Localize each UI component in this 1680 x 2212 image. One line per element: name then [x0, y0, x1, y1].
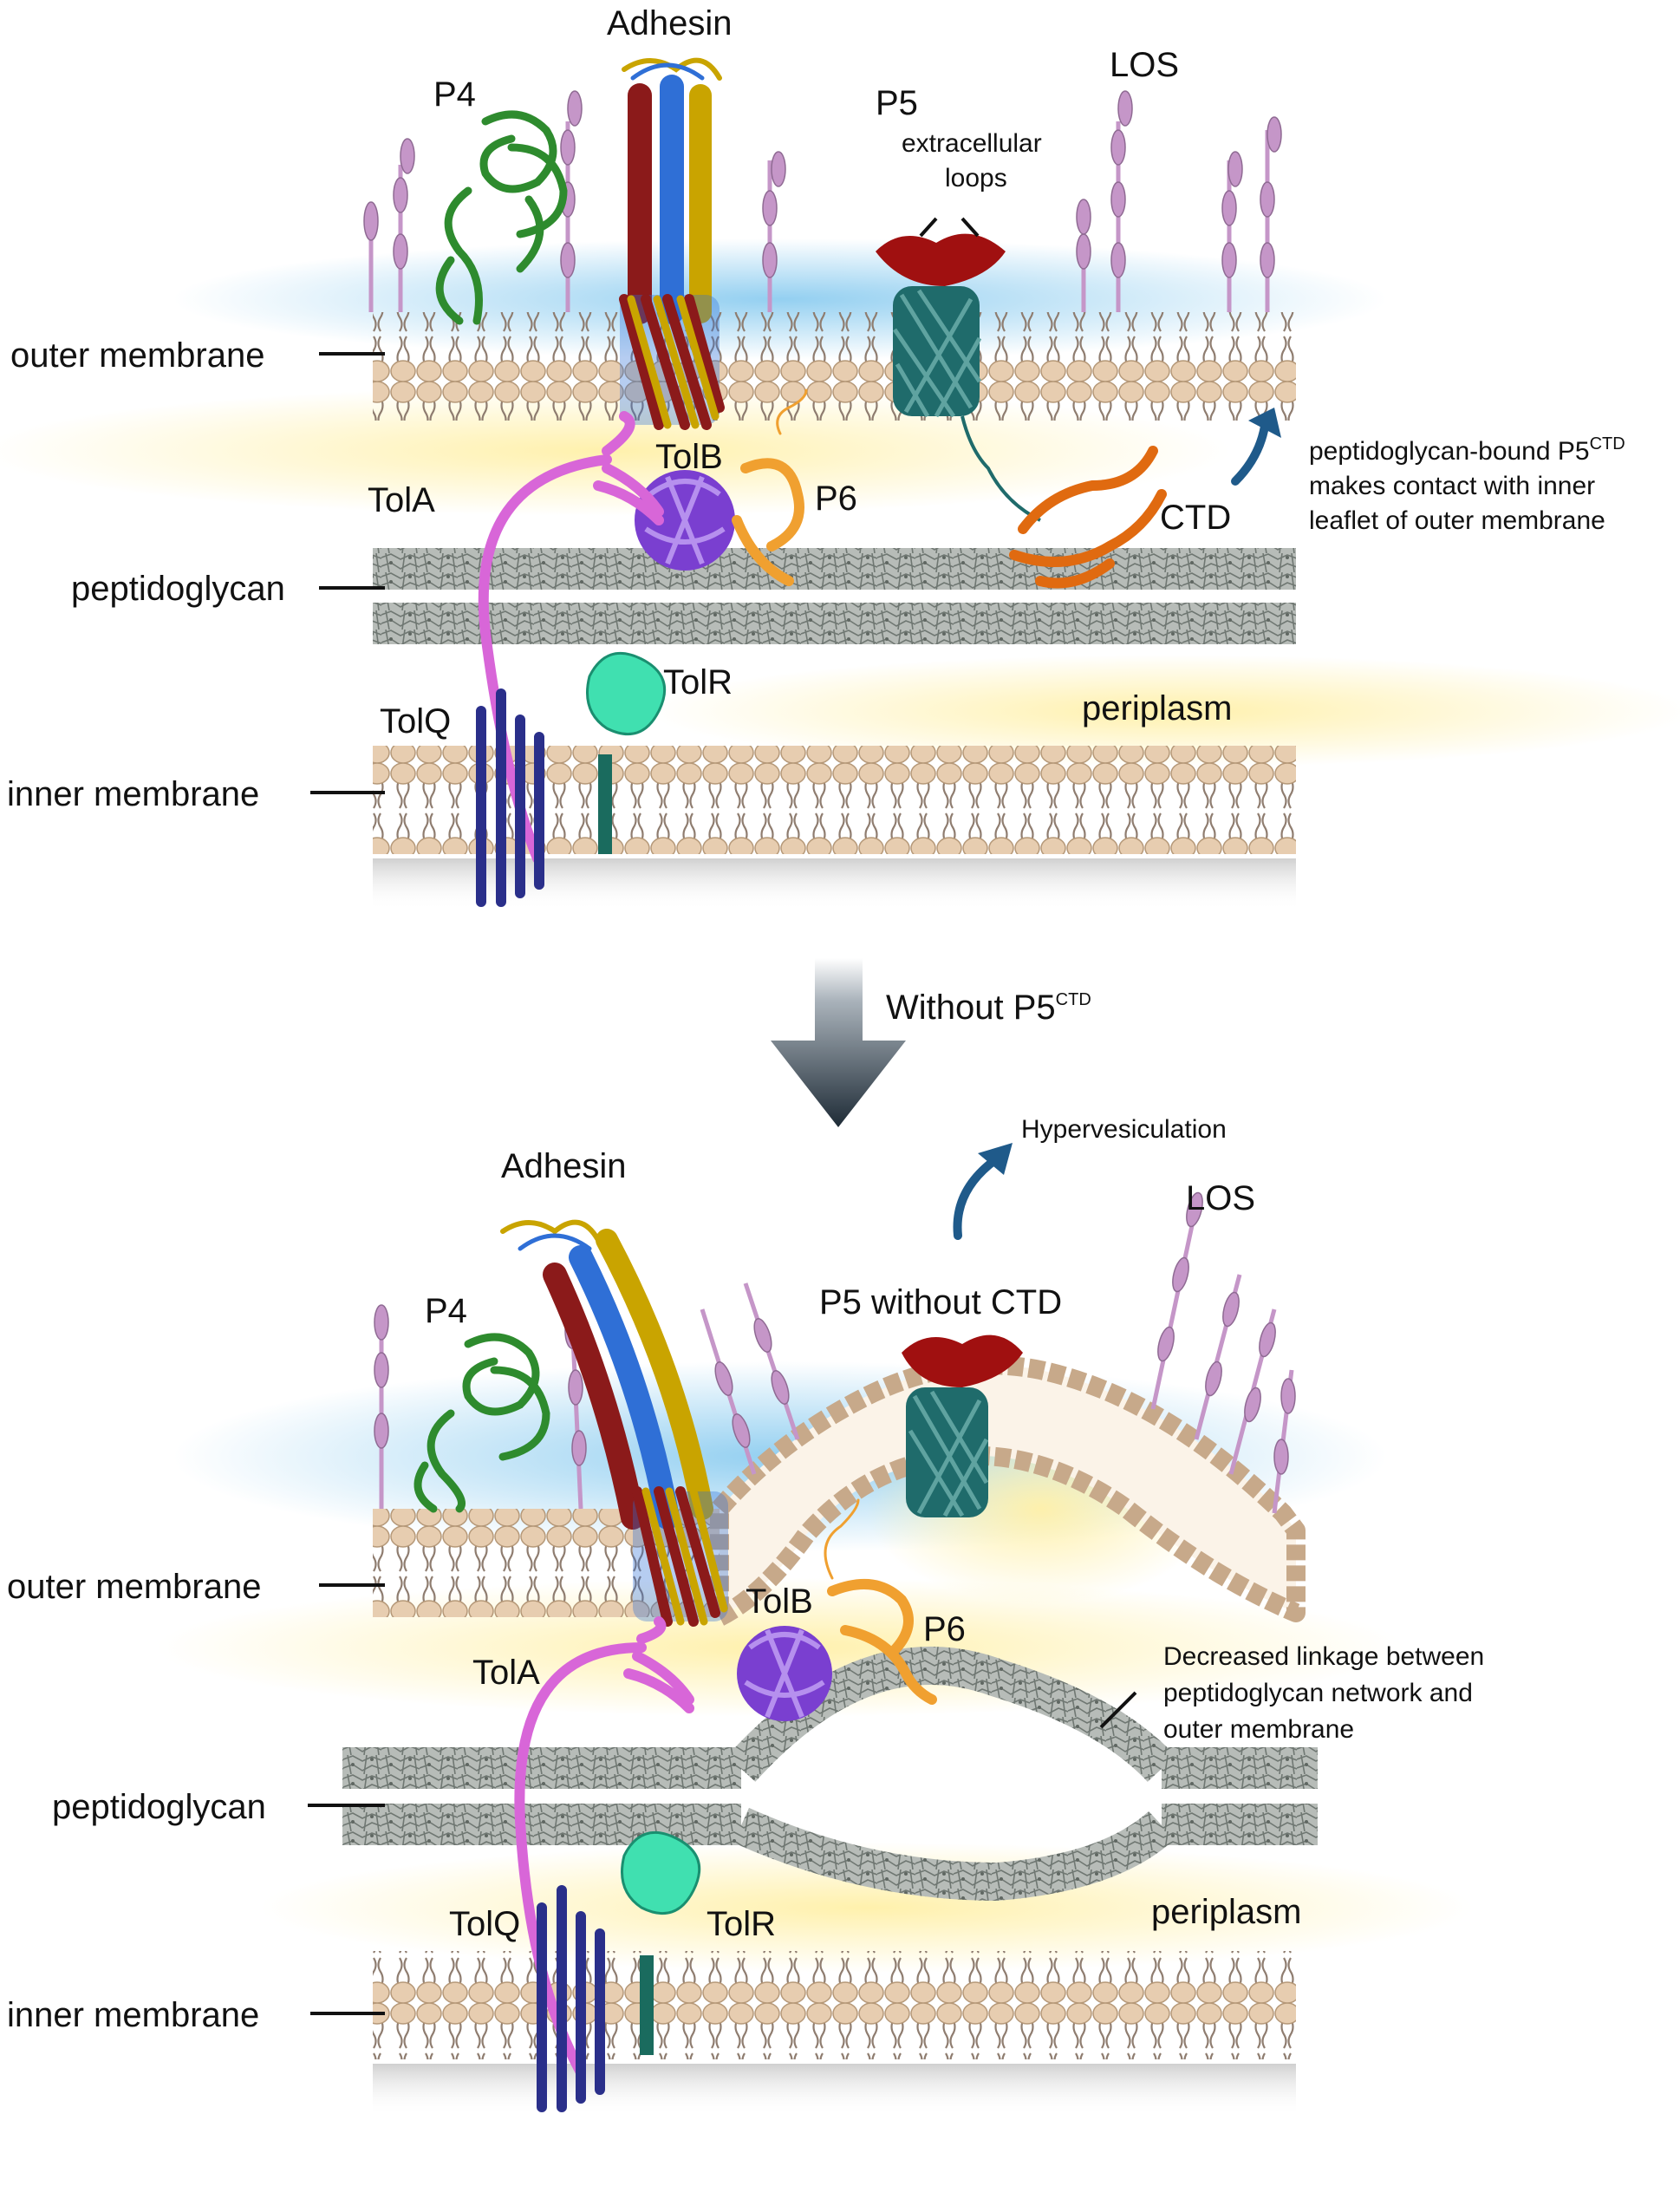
label-tolr: TolR	[663, 663, 733, 701]
label-periplasm: periplasm	[1151, 1893, 1301, 1931]
label-peptidoglycan: peptidoglycan	[52, 1788, 266, 1826]
note-p5-ctd: peptidoglycan-bound P5CTD makes contact …	[1309, 427, 1632, 535]
membrane-shadow	[373, 2064, 1296, 2116]
leader-lines	[310, 352, 385, 794]
transition-label-sup: CTD	[1056, 990, 1091, 1009]
tolr-protein	[621, 1830, 701, 2055]
peptidoglycan-layer	[373, 603, 1296, 644]
los-molecule	[762, 151, 786, 312]
label-p5-without-ctd: P5 without CTD	[819, 1283, 1062, 1321]
tolq-protein	[537, 1885, 605, 2112]
note-decreased-linkage-line3: outer membrane	[1163, 1715, 1354, 1744]
note-decreased-linkage: Decreased linkage between peptidoglycan …	[1163, 1642, 1492, 1744]
bottom-panel: outer membrane peptidoglycan inner membr…	[7, 1115, 1492, 2116]
los-molecule	[1221, 151, 1243, 312]
p6-protein	[824, 1498, 937, 1705]
transition-label-text: Without P5	[886, 989, 1056, 1027]
label-ctd: CTD	[1160, 499, 1231, 537]
membrane-shadow	[373, 858, 1296, 910]
label-adhesin: Adhesin	[607, 4, 733, 42]
los-molecule	[374, 1304, 389, 1509]
tolr-protein	[586, 651, 667, 854]
transition-label: Without P5CTD	[886, 989, 1091, 1027]
tolb-protein	[737, 1626, 832, 1721]
p5-protein	[876, 217, 1041, 522]
los-molecule	[700, 1308, 757, 1475]
label-outer-membrane: outer membrane	[10, 336, 264, 375]
note-p5-ctd-sup: CTD	[1590, 434, 1625, 453]
adhesin-protein	[500, 1219, 728, 1627]
note-decreased-linkage-line2: peptidoglycan network and	[1163, 1679, 1473, 1707]
label-tolr: TolR	[707, 1905, 776, 1943]
ctd-domain	[1009, 446, 1167, 589]
outer-membrane	[373, 312, 1296, 421]
label-p4: P4	[433, 75, 476, 114]
los-molecule	[363, 201, 379, 312]
inner-membrane	[373, 1951, 1296, 2059]
label-tolq: TolQ	[380, 702, 451, 741]
label-tola: TolA	[472, 1654, 540, 1692]
los-molecule	[1194, 1274, 1242, 1440]
los-molecule	[393, 138, 415, 312]
label-tolq: TolQ	[449, 1905, 520, 1943]
los-molecule	[1110, 90, 1133, 312]
peptidoglycan-layer	[342, 1804, 741, 1845]
down-arrow-icon	[771, 958, 906, 1127]
label-outer-membrane: outer membrane	[7, 1568, 261, 1606]
label-los: LOS	[1186, 1179, 1255, 1217]
top-panel: outer membrane peptidoglycan inner membr…	[0, 4, 1680, 910]
p6-protein	[732, 388, 808, 586]
peptidoglycan-layer	[1162, 1804, 1318, 1845]
los-molecule	[1076, 199, 1091, 312]
label-peptidoglycan: peptidoglycan	[71, 570, 285, 608]
peptidoglycan-layer	[342, 1747, 741, 1789]
label-periplasm: periplasm	[1082, 689, 1232, 728]
periplasm-glow	[650, 655, 1680, 767]
los-molecule	[743, 1282, 800, 1440]
outer-membrane-vesicle	[710, 1355, 1306, 1627]
los-molecule	[1150, 1191, 1203, 1410]
curved-arrow-icon	[953, 1143, 1013, 1240]
peptidoglycan-layer	[1162, 1747, 1318, 1789]
los-molecules	[374, 1191, 1296, 1514]
tolq-protein	[476, 688, 544, 907]
label-p5: P5	[876, 84, 918, 122]
label-tola: TolA	[368, 481, 435, 519]
tolb-protein	[635, 470, 735, 571]
label-tolb: TolB	[655, 438, 723, 476]
label-p4: P4	[425, 1292, 467, 1330]
los-molecule	[560, 90, 583, 312]
label-hypervesiculation: Hypervesiculation	[1021, 1115, 1227, 1144]
label-p6: P6	[923, 1610, 966, 1648]
label-inner-membrane: inner membrane	[7, 1996, 259, 2034]
curved-arrow-icon	[1231, 408, 1281, 486]
note-p5-ctd-line2: makes contact with inner	[1309, 472, 1595, 500]
los-molecule	[1272, 1369, 1296, 1514]
peptidoglycan-layer	[373, 548, 1296, 590]
peptidoglycan-loop	[733, 1807, 1175, 1902]
note-p5-ctd-line3: leaflet of outer membrane	[1309, 506, 1605, 535]
label-los: LOS	[1110, 46, 1179, 84]
los-molecule	[1260, 116, 1282, 312]
adhesin-protein	[619, 57, 725, 430]
p4-protein	[435, 110, 568, 325]
p5-protein	[902, 1334, 1023, 1517]
p4-protein	[413, 1333, 550, 1513]
note-p5-ctd-line1: peptidoglycan-bound P5	[1309, 437, 1590, 466]
label-p6: P6	[815, 480, 857, 518]
leader-lines	[308, 1583, 1137, 2015]
label-tolb: TolB	[746, 1582, 813, 1621]
label-p5-loops-line2: loops	[945, 164, 1007, 192]
tola-protein	[514, 1616, 694, 2078]
los-molecule	[1228, 1308, 1277, 1475]
los-molecules	[363, 90, 1282, 312]
label-adhesin: Adhesin	[501, 1147, 627, 1185]
note-decreased-linkage-line1: Decreased linkage between	[1163, 1642, 1484, 1671]
transition: Without P5CTD	[771, 958, 1091, 1127]
label-inner-membrane: inner membrane	[7, 775, 259, 813]
label-p5-loops-line1: extracellular	[902, 129, 1042, 158]
